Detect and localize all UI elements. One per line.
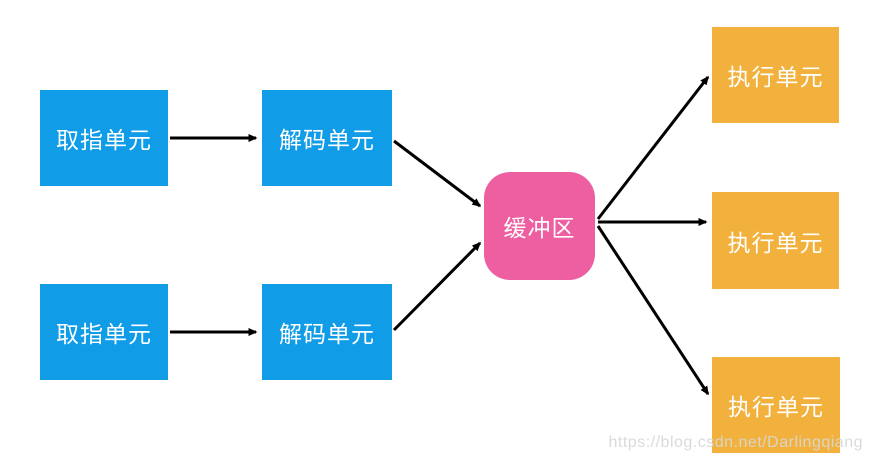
decode-unit-top-label: 解码单元 bbox=[279, 127, 375, 153]
fetch-unit-top: 取指单元 bbox=[40, 90, 168, 186]
arrow-decode-top-to-buffer bbox=[393, 139, 482, 208]
arrow-decode-bottom-to-buffer bbox=[392, 241, 482, 332]
exec-unit-middle: 执行单元 bbox=[712, 192, 839, 289]
exec-unit-middle-label: 执行单元 bbox=[727, 229, 824, 256]
arrow-buffer-to-exec-top bbox=[596, 75, 710, 220]
decode-unit-bottom: 解码单元 bbox=[262, 284, 392, 380]
buffer-label: 缓冲区 bbox=[503, 215, 576, 241]
buffer-node: 缓冲区 bbox=[484, 172, 595, 280]
exec-unit-top: 执行单元 bbox=[712, 27, 839, 123]
exec-unit-bottom-label: 执行单元 bbox=[728, 394, 824, 420]
fetch-unit-bottom-label: 取指单元 bbox=[56, 321, 152, 347]
exec-unit-bottom: 执行单元 bbox=[712, 357, 840, 453]
arrow-buffer-to-exec-bottom bbox=[596, 225, 710, 396]
fetch-unit-top-label: 取指单元 bbox=[56, 127, 152, 153]
exec-unit-top-label: 执行单元 bbox=[727, 64, 824, 90]
csdn-watermark: https://blog.csdn.net/Darlingqiang bbox=[608, 434, 863, 451]
decode-unit-top: 解码单元 bbox=[262, 90, 392, 186]
fetch-unit-bottom: 取指单元 bbox=[40, 284, 168, 380]
decode-unit-bottom-label: 解码单元 bbox=[279, 321, 375, 347]
